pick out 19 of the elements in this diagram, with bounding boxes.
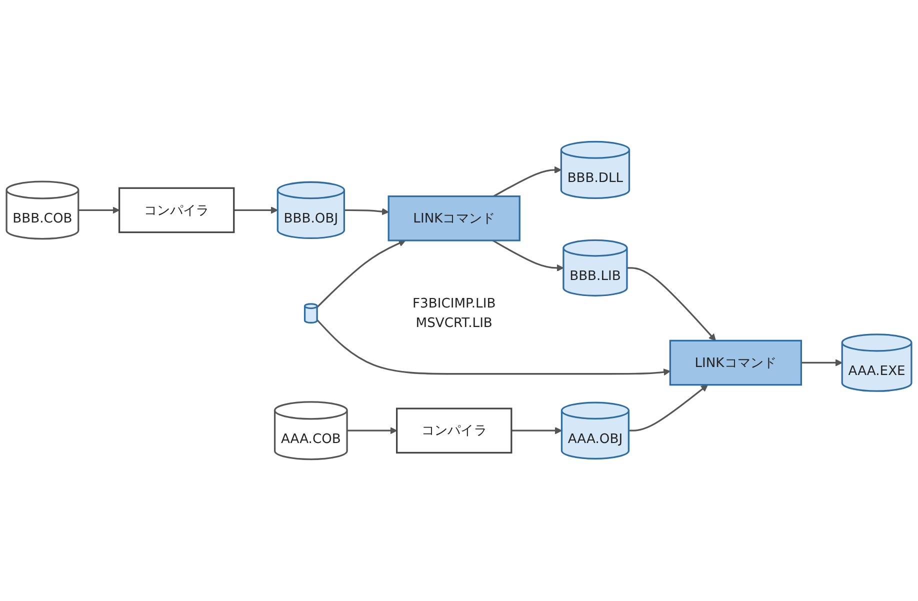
- node-label: MSVCRT.LIB: [416, 314, 492, 330]
- arrow: [78, 206, 120, 214]
- arrow: [628, 384, 708, 432]
- node-cylinder: [304, 303, 318, 324]
- arrow: [316, 240, 406, 308]
- node-box: LINKコマンド: [669, 340, 802, 386]
- arrow: [801, 359, 842, 366]
- arrow: [626, 267, 716, 341]
- arrow: [234, 206, 278, 214]
- node-box: コンパイラ: [118, 187, 235, 234]
- arrow: [511, 427, 562, 434]
- node-box: LINKコマンド: [388, 195, 520, 242]
- arrow: [347, 427, 398, 434]
- node-label: F3BICIMP.LIB: [412, 295, 496, 311]
- arrow: [493, 166, 562, 197]
- arrow: [492, 240, 564, 272]
- node-box: コンパイラ: [396, 408, 512, 454]
- arrow: [316, 319, 670, 376]
- arrow: [344, 208, 389, 216]
